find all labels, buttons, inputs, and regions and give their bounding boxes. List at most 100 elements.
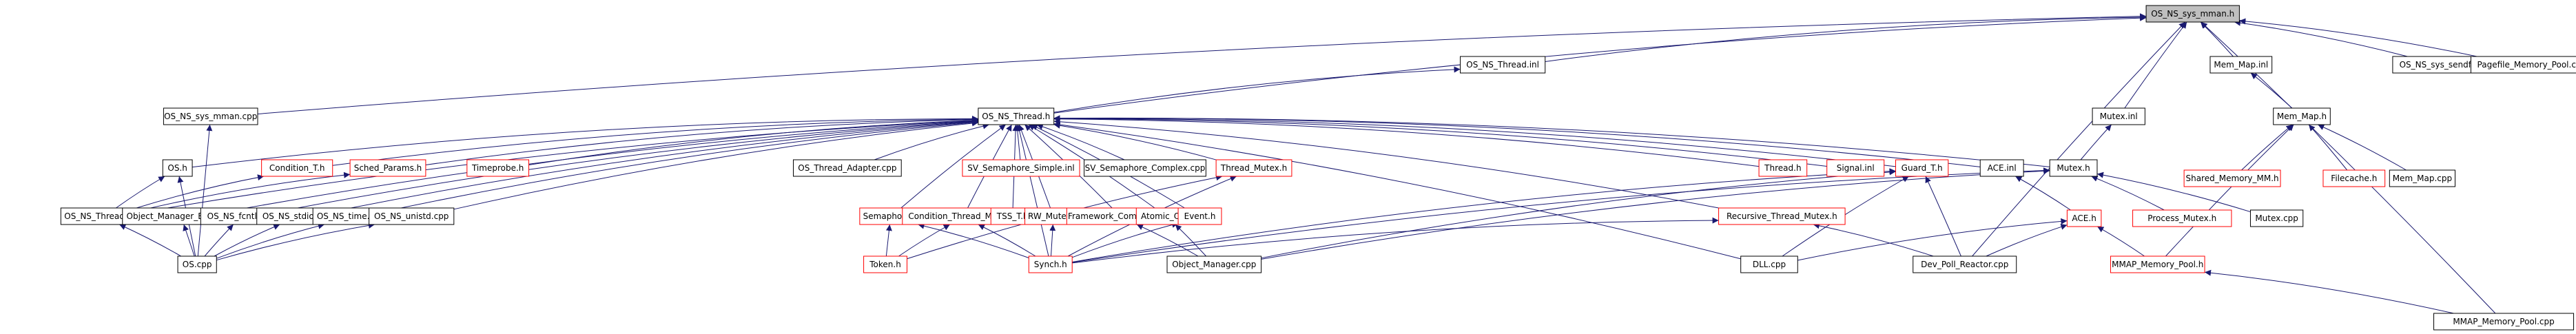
dependency-edge <box>2124 21 2187 109</box>
graph-node[interactable]: Thread_Mutex.h <box>1215 159 1292 177</box>
graph-node[interactable]: Guard_T.h <box>1895 159 1949 177</box>
node-box <box>162 159 193 177</box>
graph-node[interactable]: OS_NS_sys_mman.h <box>2145 5 2240 23</box>
edge-line <box>145 117 978 212</box>
graph-node[interactable]: Thread.h <box>1758 159 1808 177</box>
edge-line <box>1036 123 1125 160</box>
edge-line <box>1797 218 2068 261</box>
edge-line <box>2165 124 2294 257</box>
graph-node[interactable]: Token.h <box>863 255 907 273</box>
node-label: OS_NS_sys_mman.cpp <box>164 112 257 121</box>
graph-node[interactable]: MMAP_Memory_Pool.h <box>2110 255 2205 273</box>
dependency-edge <box>1053 116 1760 167</box>
edge-line <box>1053 66 1461 113</box>
edge-line <box>1049 224 1056 257</box>
node-label: Thread.h <box>1764 163 1801 173</box>
graph-node[interactable]: DLL.cpp <box>1740 255 1798 273</box>
dependency-edge <box>2234 19 2408 57</box>
graph-node[interactable]: Mutex.inl <box>2092 107 2145 125</box>
graph-node[interactable]: Process_Mutex.h <box>2132 209 2232 227</box>
graph-node[interactable]: Mem_Map.inl <box>2209 56 2273 74</box>
dependency-edge <box>216 222 375 261</box>
edge-line <box>900 124 1007 209</box>
dependency-edge <box>1014 124 1021 160</box>
dependency-edge <box>216 222 324 259</box>
node-box <box>2110 255 2205 273</box>
graph-node[interactable]: MMAP_Memory_Pool.cpp <box>2433 313 2575 331</box>
dependency-edge <box>874 123 989 160</box>
node-label: SV_Semaphore_Simple.inl <box>967 163 1075 173</box>
edge-line <box>885 224 892 257</box>
node-label: OS_NS_Thread.h <box>982 112 1050 121</box>
edge-line <box>1813 222 1934 257</box>
graph-node[interactable]: Recursive_Thread_Mutex.h <box>1718 207 1846 225</box>
graph-node[interactable]: Shared_Memory_MM.h <box>2183 169 2281 187</box>
node-box <box>1740 255 1798 273</box>
dependency-edge <box>1813 222 1934 257</box>
graph-node[interactable]: Dev_Poll_Reactor.cpp <box>1913 255 2017 273</box>
graph-node[interactable]: Mutex.cpp <box>2249 209 2304 227</box>
node-box <box>1215 159 1292 177</box>
node-box <box>1913 255 2017 273</box>
edge-line <box>204 224 234 257</box>
graph-node[interactable]: SV_Semaphore_Complex.cpp <box>1084 159 1206 177</box>
node-box <box>369 207 455 225</box>
dependency-edge <box>918 222 1029 258</box>
node-label: OS_NS_time.cpp <box>317 211 384 221</box>
graph-node[interactable]: OS_NS_sys_mman.cpp <box>163 107 258 125</box>
graph-node[interactable]: OS_Thread_Adapter.cpp <box>793 159 902 177</box>
graph-node[interactable]: ACE.inl <box>1979 159 2024 177</box>
graph-node[interactable]: OS_NS_Thread.inl <box>1460 56 1546 74</box>
node-label: OS_NS_Thread.inl <box>1466 60 1539 70</box>
node-label: Mutex.inl <box>2100 112 2138 121</box>
node-box <box>2066 209 2102 227</box>
graph-node[interactable]: Synch.h <box>1028 255 1073 273</box>
graph-node[interactable]: Mutex.h <box>2049 159 2098 177</box>
graph-node[interactable]: Sched_Params.h <box>349 159 426 177</box>
node-label: Mem_Map.h <box>2277 112 2327 121</box>
dependency-edge <box>136 174 265 209</box>
node-label: OS_NS_unistd.cpp <box>374 211 449 221</box>
graph-node[interactable]: Timeprobe.h <box>466 159 530 177</box>
node-box <box>2132 209 2232 227</box>
dependency-edge <box>1925 176 1961 257</box>
node-box <box>2145 5 2240 23</box>
graph-node[interactable]: OS.h <box>162 159 193 177</box>
graph-node[interactable]: Mem_Map.cpp <box>2389 169 2456 187</box>
node-box <box>1895 159 1949 177</box>
edge-line <box>2318 124 2407 171</box>
graph-node[interactable]: Condition_T.h <box>261 159 333 177</box>
graph-node[interactable]: Pagefile_Memory_Pool.cpp <box>2470 56 2576 74</box>
edge-line <box>1136 224 1199 257</box>
graph-node[interactable]: Event.h <box>1177 207 1222 225</box>
node-box <box>177 255 217 273</box>
dependency-edge <box>2318 124 2407 171</box>
dependency-edge <box>1545 14 2147 62</box>
edge-line <box>1925 176 1961 257</box>
dependency-edge <box>116 176 165 209</box>
graph-node[interactable]: Filecache.h <box>2322 169 2386 187</box>
graph-node[interactable]: Mem_Map.h <box>2273 107 2331 125</box>
graph-node[interactable]: OS_NS_unistd.cpp <box>369 207 455 225</box>
node-box <box>349 159 426 177</box>
node-box <box>261 159 333 177</box>
node-label: Guard_T.h <box>1902 163 1943 173</box>
edge-line <box>216 222 375 261</box>
dependency-edge <box>2096 226 2145 257</box>
edge-line <box>2308 124 2348 171</box>
graph-node[interactable]: OS.cpp <box>177 255 217 273</box>
graph-node[interactable]: OS_NS_Thread.h <box>978 107 1055 125</box>
node-label: Mutex.cpp <box>2255 213 2298 223</box>
node-label: Process_Mutex.h <box>2147 213 2216 223</box>
node-label: Signal.inl <box>1837 163 1875 173</box>
graph-node[interactable]: Signal.inl <box>1826 159 1885 177</box>
graph-node[interactable]: ACE.h <box>2066 209 2102 227</box>
edge-line <box>2250 72 2293 109</box>
node-label: MMAP_Memory_Pool.cpp <box>2453 317 2554 326</box>
graph-node[interactable]: Object_Manager.cpp <box>1166 255 1262 273</box>
graph-node[interactable]: SV_Semaphore_Simple.inl <box>962 159 1080 177</box>
node-box <box>2209 56 2273 74</box>
edge-line <box>2241 124 2293 171</box>
dependency-edge <box>1053 66 1461 113</box>
dependency-edge <box>1175 224 1206 257</box>
